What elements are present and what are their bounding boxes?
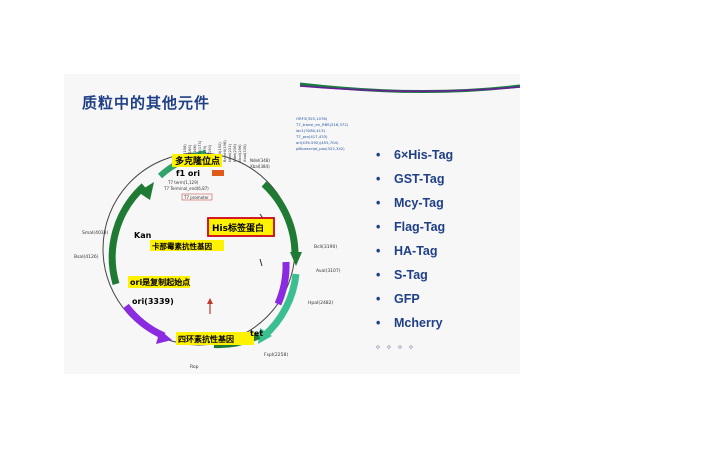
bullet: • [376,196,381,210]
site-label: HindIII(173) [198,140,202,162]
f1-ori-label: f1 ori [176,169,200,178]
inner-tick [259,258,263,267]
tag-item: • Flag-Tag [376,215,453,239]
site-label: XhoI(158) [183,144,187,162]
mcs-label-bg [172,154,222,167]
t7-promoter-box [181,193,213,201]
tag-list: • 6×His-Tag • GST-Tag • Mcy-Tag • Flag-Tag •… [376,143,453,335]
slide-title: 质粒中的其他元件 [82,94,211,112]
tag-label: Mcy-Tag [394,196,444,210]
laci-arrow [261,181,299,255]
right-feature-labels: ORF3(325,1076) T7_transl_en_RBS(316,372)… [295,116,349,151]
site-label: NcoI(296) [238,144,242,162]
site-label: NdeI(238) [233,143,237,162]
tag-item: • Mcy-Tag [376,191,453,215]
feature-label: ORF3(325,1076) [296,116,328,121]
right-site-label: FspI(2258) [264,352,288,358]
tag-item: • Mcherry [376,311,453,335]
ori-arrowhead [156,330,172,344]
ori-desc-bg [128,276,190,288]
tag-item: • HA-Tag [376,239,453,263]
feature-label: T7_pro(417,433) [295,134,328,139]
bullet: • [376,220,381,234]
site-label: XbaI(335) [243,144,247,162]
bullet: • [376,292,381,306]
right-site-label: AvaI(3107) [316,268,341,274]
more-ellipsis: 。。。。 [376,340,425,351]
tag-label: GFP [394,292,420,306]
tag-item: • 6×His-Tag [376,143,453,167]
laci-arrowhead [290,252,302,266]
left-site-label: BsaI(4126) [74,254,99,260]
ori-desc-label: ori是复制起始点 [130,277,190,287]
kan-desc-label: 卡那霉素抗性基因 [152,241,212,251]
tag-label: Mcherry [394,316,443,330]
his-tag-label: His标签蛋白 [212,222,264,234]
site-label: SacI(190) [208,144,212,162]
mcs-label: 多克隆位点 [175,155,220,167]
bullet: • [376,316,381,330]
tag-item: • S-Tag [376,263,453,287]
tet-desc-label: 四环素抗性基因 [178,334,234,344]
t7-label: T7 term(1,129) [167,180,199,185]
mid-site-label: XbaI(384) [250,164,270,169]
bullet: • [376,268,381,282]
tet-desc-bg [176,332,254,345]
site-label: NheI(231) [228,144,232,162]
bullet: • [376,172,381,186]
site-label: SalI(179) [203,145,207,162]
t7-label: T7 promoter [183,195,209,200]
center-red-arrowhead [207,298,213,304]
kan-label: Kan [134,231,152,240]
tag-item: • GST-Tag [376,167,453,191]
tag-label: GST-Tag [394,172,445,186]
kan-arrowhead [138,182,154,200]
tag-item: • GFP [376,287,453,311]
tag-label: S-Tag [394,268,428,282]
top-site-labels: XhoI(158) NotI(166) EagI(166) HindIII(17… [183,140,247,162]
right-purple-arrow [274,261,290,306]
kan-arrow [108,183,147,285]
left-site-label: SmaI(4033) [82,230,109,236]
tag-label: Flag-Tag [394,220,446,234]
rop-label: Rop [190,364,199,370]
site-label: EagI(166) [193,144,197,162]
mcs-marker [212,170,224,176]
teal-arrowhead [258,328,272,344]
teal-arrow [261,273,300,339]
ori-position-label: ori(3339) [132,297,174,306]
plasmid-map: XhoI(158) NotI(166) EagI(166) HindIII(17… [74,116,349,370]
feature-label: ori(439-592)(455,704) [296,140,339,145]
tag-label: HA-Tag [394,244,438,258]
t7-label: T7 Terminal_end(6,87) [163,186,209,191]
his-tag-highlight [207,217,275,237]
right-site-label: BclI(3190) [314,244,337,250]
bullet: • [376,244,381,258]
site-label: EcoRI(192) [218,142,222,162]
feature-label: pBluescript_pos(322,342) [296,146,345,151]
mid-site-label: NdeI(348) [250,158,270,163]
ori-arrow [123,303,166,340]
site-label: BamHI(198) [223,140,227,162]
site-label: NotI(166) [188,144,192,162]
right-site-label: HpaI(2482) [308,300,334,306]
tag-label: 6×His-Tag [394,148,454,162]
feature-label: T7_transl_en_RBS(316,372) [295,122,349,127]
bullet: • [376,148,381,162]
tet-label: tet [250,329,263,338]
feature-label: lac1(3280,413) [296,128,325,133]
kan-desc-bg [150,240,224,251]
